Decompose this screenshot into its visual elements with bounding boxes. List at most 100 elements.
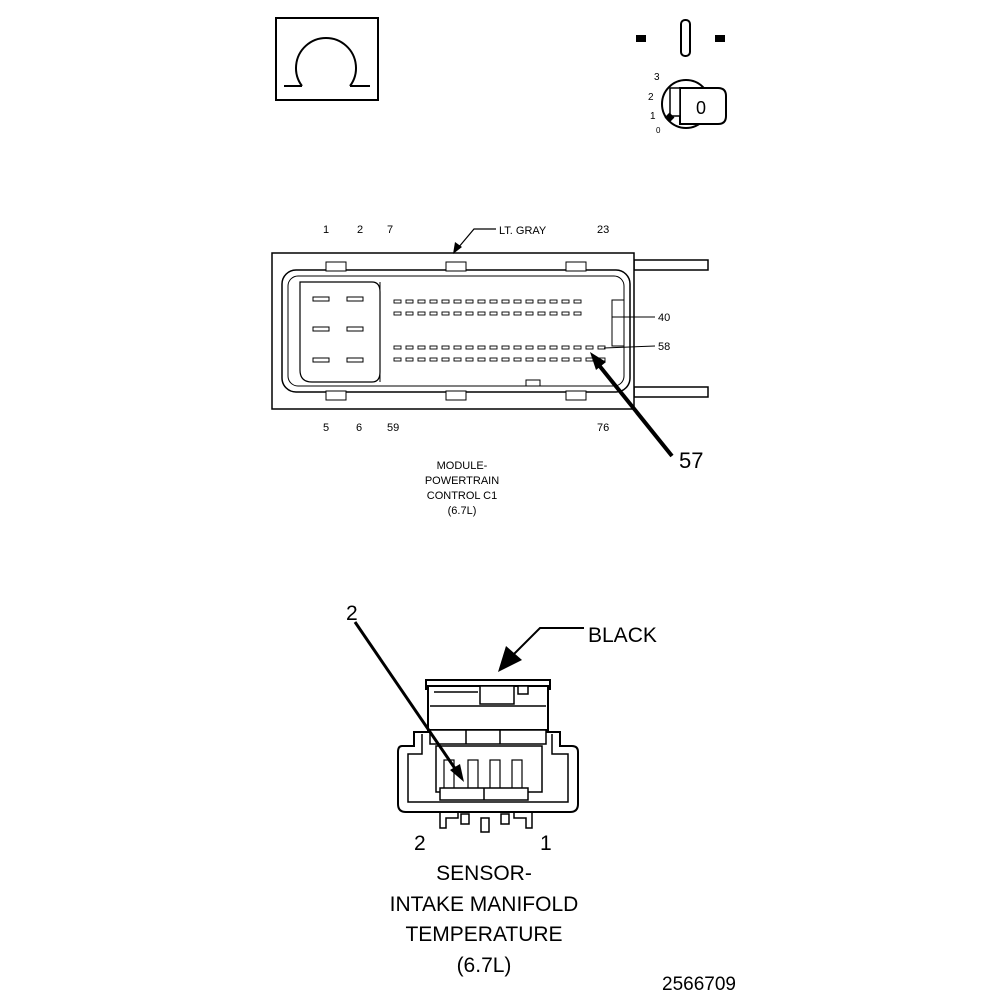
pin-cavity <box>525 345 534 350</box>
pcm-pin-59-label: 59 <box>387 422 399 434</box>
pcm-title-line-3: CONTROL C1 <box>427 490 498 502</box>
pin-cavity <box>441 299 450 304</box>
pin-cavity <box>405 299 414 304</box>
pcm-pin-76-label: 76 <box>597 422 609 434</box>
pin-cavity <box>525 299 534 304</box>
pcm-pin-2-label: 2 <box>357 224 363 236</box>
pcm-pin-7-label: 7 <box>387 224 393 236</box>
pcm-connector <box>271 252 709 410</box>
pin-cavity <box>489 345 498 350</box>
pcm-title-line-2: POWERTRAIN <box>425 475 499 487</box>
pcm-color-label: LT. GRAY <box>499 225 547 237</box>
pin-cavity <box>573 299 582 304</box>
pcm-pin-cavities <box>393 299 606 362</box>
pin-cavity <box>585 345 594 350</box>
pin-cavity <box>429 299 438 304</box>
pin-cavity <box>429 311 438 316</box>
pcm-pin-58-label: 58 <box>658 341 670 353</box>
pin-cavity <box>393 299 402 304</box>
ignition-position-3: 3 <box>654 72 660 83</box>
pcm-pin-1-label: 1 <box>323 224 329 236</box>
pin-cavity <box>405 357 414 362</box>
pin-cavity <box>561 345 570 350</box>
sensor-title-line-2: INTAKE MANIFOLD <box>390 893 579 916</box>
pin-cavity <box>429 345 438 350</box>
pin-cavity <box>393 357 402 362</box>
pcm-color-callout <box>453 228 496 254</box>
pin-cavity <box>465 357 474 362</box>
pin-cavity <box>525 311 534 316</box>
pin-cavity <box>573 311 582 316</box>
ohmmeter-symbol-icon <box>275 17 379 101</box>
pin-cavity <box>561 299 570 304</box>
pin-cavity <box>417 311 426 316</box>
pin-cavity <box>477 311 486 316</box>
pin-cavity <box>549 345 558 350</box>
sensor-title-line-1: SENSOR- <box>436 862 532 885</box>
pin-cavity <box>405 311 414 316</box>
pin-cavity <box>393 311 402 316</box>
sensor-callout-pin-label: 2 <box>346 602 358 625</box>
pin-cavity <box>549 299 558 304</box>
ignition-key-off-icon: 3 2 1 0 0 <box>636 19 727 135</box>
sensor-color-callout <box>498 627 584 672</box>
ignition-position-0: 0 <box>656 126 661 135</box>
pin-cavity <box>405 345 414 350</box>
pin-cavity <box>537 299 546 304</box>
pin-cavity <box>453 357 462 362</box>
pcm-pin-57-callout-arrow <box>590 352 674 458</box>
pin-cavity <box>501 299 510 304</box>
pin-cavity <box>513 311 522 316</box>
pin-cavity <box>537 357 546 362</box>
sensor-pin-1-label: 1 <box>540 832 552 855</box>
pin-cavity <box>573 345 582 350</box>
pcm-pin-6-label: 6 <box>356 422 362 434</box>
pin-cavity <box>417 357 426 362</box>
pin-cavity <box>501 357 510 362</box>
pin-cavity <box>489 311 498 316</box>
pin-cavity <box>465 345 474 350</box>
pin-cavity <box>501 311 510 316</box>
pin-cavity <box>453 299 462 304</box>
pcm-pin-5-label: 5 <box>323 422 329 434</box>
pin-cavity <box>537 311 546 316</box>
pcm-pin-57-label: 57 <box>679 448 703 473</box>
pin-cavity <box>513 345 522 350</box>
pcm-pin-40-label: 40 <box>658 312 670 324</box>
pin-cavity <box>465 311 474 316</box>
pin-cavity <box>477 299 486 304</box>
pcm-pin-23-label: 23 <box>597 224 609 236</box>
pin-cavity <box>453 345 462 350</box>
sensor-title-line-3: TEMPERATURE <box>405 923 562 946</box>
pin-cavity <box>393 345 402 350</box>
pin-cavity <box>441 311 450 316</box>
pin-cavity <box>441 357 450 362</box>
pin-cavity <box>441 345 450 350</box>
pcm-title-line-1: MODULE- <box>437 460 488 472</box>
sensor-title-line-4: (6.7L) <box>457 954 512 977</box>
pin-cavity <box>417 345 426 350</box>
pin-cavity <box>489 357 498 362</box>
pin-cavity <box>417 299 426 304</box>
sensor-connector-title: SENSOR- INTAKE MANIFOLD TEMPERATURE (6.7… <box>390 862 579 977</box>
pin-cavity <box>561 357 570 362</box>
pcm-title-line-4: (6.7L) <box>448 505 477 517</box>
ignition-position-1: 1 <box>650 111 656 122</box>
ignition-key-label: 0 <box>696 98 706 118</box>
pin-cavity <box>453 311 462 316</box>
pin-cavity <box>501 345 510 350</box>
pin-cavity <box>537 345 546 350</box>
figure-number: 2566709 <box>662 974 736 995</box>
sensor-color-label: BLACK <box>588 624 657 647</box>
pin-cavity <box>525 357 534 362</box>
pin-cavity <box>477 345 486 350</box>
pin-cavity <box>465 299 474 304</box>
sensor-connector <box>397 679 579 833</box>
pin-cavity <box>429 357 438 362</box>
pin-cavity <box>513 357 522 362</box>
pin-cavity <box>477 357 486 362</box>
sensor-pin-2-callout-arrow <box>353 621 464 782</box>
pin-cavity <box>489 299 498 304</box>
sensor-pin-2-label: 2 <box>414 832 426 855</box>
